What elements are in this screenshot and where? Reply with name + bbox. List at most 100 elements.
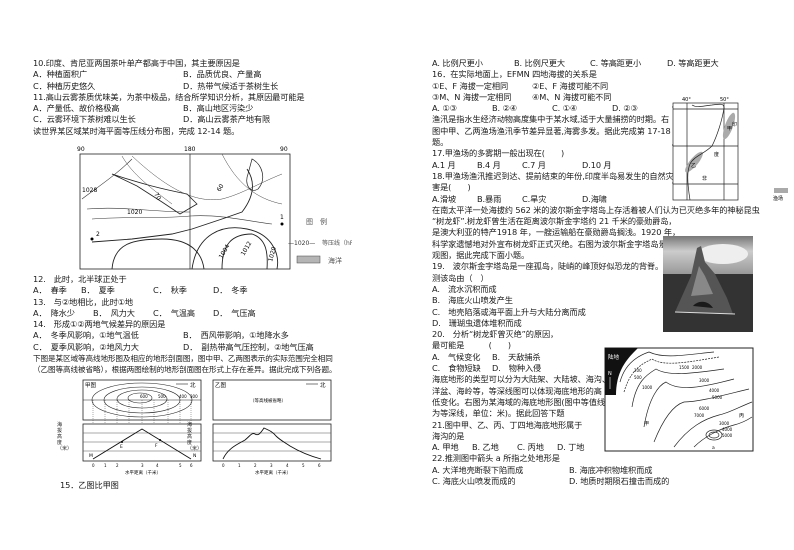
q10-stem: 10.印度、肯尼亚两国茶叶单产都高于中国，其主要原因是 (33, 58, 240, 68)
q22-options-row1: A. 大洋地壳断裂下陷而成 B. 海底冲积物堆积而成 (432, 465, 792, 476)
q11-option-d[interactable]: D．高山云雾茶产地有限 (183, 114, 271, 125)
seafloor-label-bing: 丙 (739, 413, 744, 419)
svg-text:2: 2 (116, 463, 119, 468)
lon-40: 40° (682, 97, 691, 103)
q15-stem: 15．乙图比甲图 (60, 480, 119, 490)
q16-statements-row2: ③M、N 海拔一定相同 ④M、N 海拔可能不同 (432, 92, 792, 103)
contour-400: 400 (179, 394, 187, 399)
intro-21-22-line3: 低变化。右图为某海域的海底地形图(图中等值线 (432, 396, 605, 407)
figure-jia-xlabel: 水平距离（千米） (125, 469, 161, 476)
q12-option-c[interactable]: C． 秋季 (153, 285, 187, 296)
figure-jia: 甲图 北 600 500 400 300 M N (82, 379, 202, 476)
q18-option-b[interactable]: B.暴雨 (477, 193, 502, 204)
q13-option-a[interactable]: A． 降水少 (33, 307, 75, 318)
q16-option-a[interactable]: A. ①③ (432, 103, 457, 114)
lat-label-70: 70 (152, 192, 162, 202)
q18-option-c[interactable]: C.旱灾 (522, 193, 547, 204)
q12-option-a[interactable]: A． 春季 (33, 285, 67, 296)
q12-option-b[interactable]: B． 夏季 (81, 285, 115, 296)
q14-option-b[interactable]: B． 西风带影响，①地降水多 (183, 330, 289, 341)
point-1 (280, 222, 284, 226)
q21-option-a[interactable]: A. 甲地 (432, 442, 459, 453)
q21-option-c[interactable]: C. 丙地 (517, 442, 544, 453)
q22-option-a[interactable]: A. 大洋地壳断裂下陷而成 (432, 464, 524, 475)
q21-option-b[interactable]: B. 乙地 (472, 442, 499, 453)
svg-text:4: 4 (156, 463, 159, 468)
q17-stem: 17.甲渔场的多雾期一般出现在( ) (432, 148, 565, 159)
q20-option-c[interactable]: C. 食物短缺 (432, 363, 481, 374)
q11-options-row1: A．产量低、故价格极高 B．高山地区污染少 (33, 103, 393, 114)
land-area (605, 348, 638, 395)
label-du: 度 (714, 151, 719, 158)
q14-option-d[interactable]: D． 副热带高气压控制，②地气压高 (183, 341, 314, 352)
q20-option-b[interactable]: B. 天敌捕杀 (492, 351, 541, 362)
q18-option-d[interactable]: D.海啸 (582, 193, 607, 204)
q19-option-c[interactable]: C. 地壳陷落或海平面上升与大陆分离而成 (432, 306, 586, 317)
q22-option-c[interactable]: C. 海底火山喷发而成的 (432, 475, 516, 486)
svg-text:3000: 3000 (719, 421, 730, 426)
lon-label-90-left: 90 (77, 146, 85, 153)
q16-stem: 16．在实际地面上，EFMN 四地海拔的关系是 (432, 69, 597, 80)
q10-option-a[interactable]: A．种植面积广 (33, 69, 88, 80)
q13-option-b[interactable]: B． 风力大 (93, 307, 135, 318)
q17-options: A.1 月 B.4 月 C.7 月 D.10 月 (432, 160, 792, 171)
intro-19-20-line1: 在南太平洋一处海拔约 562 米的波尔斯金字塔岛上存活着被人们认为已灭绝多年的神… (432, 204, 760, 215)
q15-option-d[interactable]: D. 等高距更大 (667, 58, 719, 68)
contour-300: 300 (190, 394, 198, 399)
svg-text:4000: 4000 (709, 388, 720, 393)
lon-label-180: 180 (184, 146, 196, 153)
q19-option-a[interactable]: A. 流水沉积而成 (432, 283, 497, 294)
q11-option-a[interactable]: A．产量低、故价格极高 (33, 103, 120, 114)
q22-option-b[interactable]: B. 海底冲积物堆积而成 (569, 464, 653, 475)
q14-option-a[interactable]: A． 冬季风影响，①地气温低 (33, 330, 139, 341)
svg-text:2000: 2000 (692, 365, 703, 370)
q19-option-b[interactable]: B. 海底火山喷发产生 (432, 295, 513, 306)
figure-yi-ylabel: 海拔高度（米） (187, 422, 202, 452)
svg-text:5000: 5000 (712, 395, 723, 400)
q17-option-a[interactable]: A.1 月 (432, 159, 456, 170)
q14-options-row1: A． 冬季风影响，①地气温低 B． 西风带影响，①地降水多 (33, 330, 393, 341)
point-n: N (193, 453, 196, 459)
q16-statement-3: ③M、N 海拔一定相同 (432, 91, 512, 102)
q16-option-c[interactable]: C. ①④ (552, 103, 578, 114)
q10-option-b[interactable]: B．品质优良、产量高 (183, 69, 262, 80)
lat-label-60: 60 (216, 183, 226, 193)
q14-option-c[interactable]: C． 夏季风影响，②地风力大 (33, 341, 139, 352)
q20-option-d[interactable]: D. 物种入侵 (492, 363, 542, 374)
q21-option-d[interactable]: D. 丁地 (557, 442, 585, 453)
q14-stem: 14. 形成①②两地气候差异的原因是 (33, 319, 166, 330)
q22-option-d[interactable]: D. 地质时期陨石撞击而成的 (569, 475, 670, 486)
svg-text:3: 3 (270, 463, 273, 468)
figure-yi: 乙图 北 （等高线被省略） 700 600 500 400 300 0 1 2 … (212, 379, 332, 476)
q12-option-d[interactable]: D． 冬季 (213, 285, 248, 296)
q18-option-a[interactable]: A.滑坡 (432, 193, 457, 204)
svg-text:500: 500 (634, 375, 642, 380)
q17-option-d[interactable]: D.10 月 (582, 159, 612, 170)
q11-option-c[interactable]: C．云雾环境下茶树难以生长 (33, 114, 136, 125)
q20-stem-line2: 最可能是 ( ) (432, 340, 511, 351)
q17-option-b[interactable]: B.4 月 (477, 159, 501, 170)
q13-option-d[interactable]: D． 气压高 (213, 307, 256, 318)
svg-text:2: 2 (254, 463, 257, 468)
q16-statement-1: ①E、F 海拔一定相同 (432, 80, 509, 91)
q10-option-c[interactable]: C．种植历史悠久 (33, 80, 96, 91)
q20-options-row1: A. 气候变化 B. 天敌捕杀 (432, 352, 792, 363)
svg-text:0: 0 (222, 463, 225, 468)
q13-stem: 13. 与②地相比，此时①地 (33, 296, 133, 307)
svg-text:200: 200 (634, 368, 642, 373)
q15-option-b[interactable]: B. 比例尺更大 (514, 58, 565, 68)
q16-option-d[interactable]: D. ②③ (612, 103, 638, 114)
isobar-label-1020-right: 1020 (267, 246, 278, 263)
q20-option-a[interactable]: A. 气候变化 (432, 351, 481, 362)
q19-stem-line2: 测该岛由（ ） (432, 272, 489, 283)
q19-option-d[interactable]: D. 珊瑚虫遗体堆积而成 (432, 317, 522, 328)
q16-option-b[interactable]: B. ②④ (492, 103, 518, 114)
ball-pyramid-photo (663, 236, 753, 332)
q15-option-c[interactable]: C. 等高距更小 (590, 58, 642, 68)
q11-option-b[interactable]: B．高山地区污染少 (183, 103, 254, 114)
q13-option-c[interactable]: C． 气温高 (153, 307, 195, 318)
q10-option-d[interactable]: D．热带气候适于茶树生长 (183, 80, 279, 91)
q15-option-a[interactable]: A. 比例尺更小 (432, 58, 483, 68)
q17-option-c[interactable]: C.7 月 (522, 159, 546, 170)
